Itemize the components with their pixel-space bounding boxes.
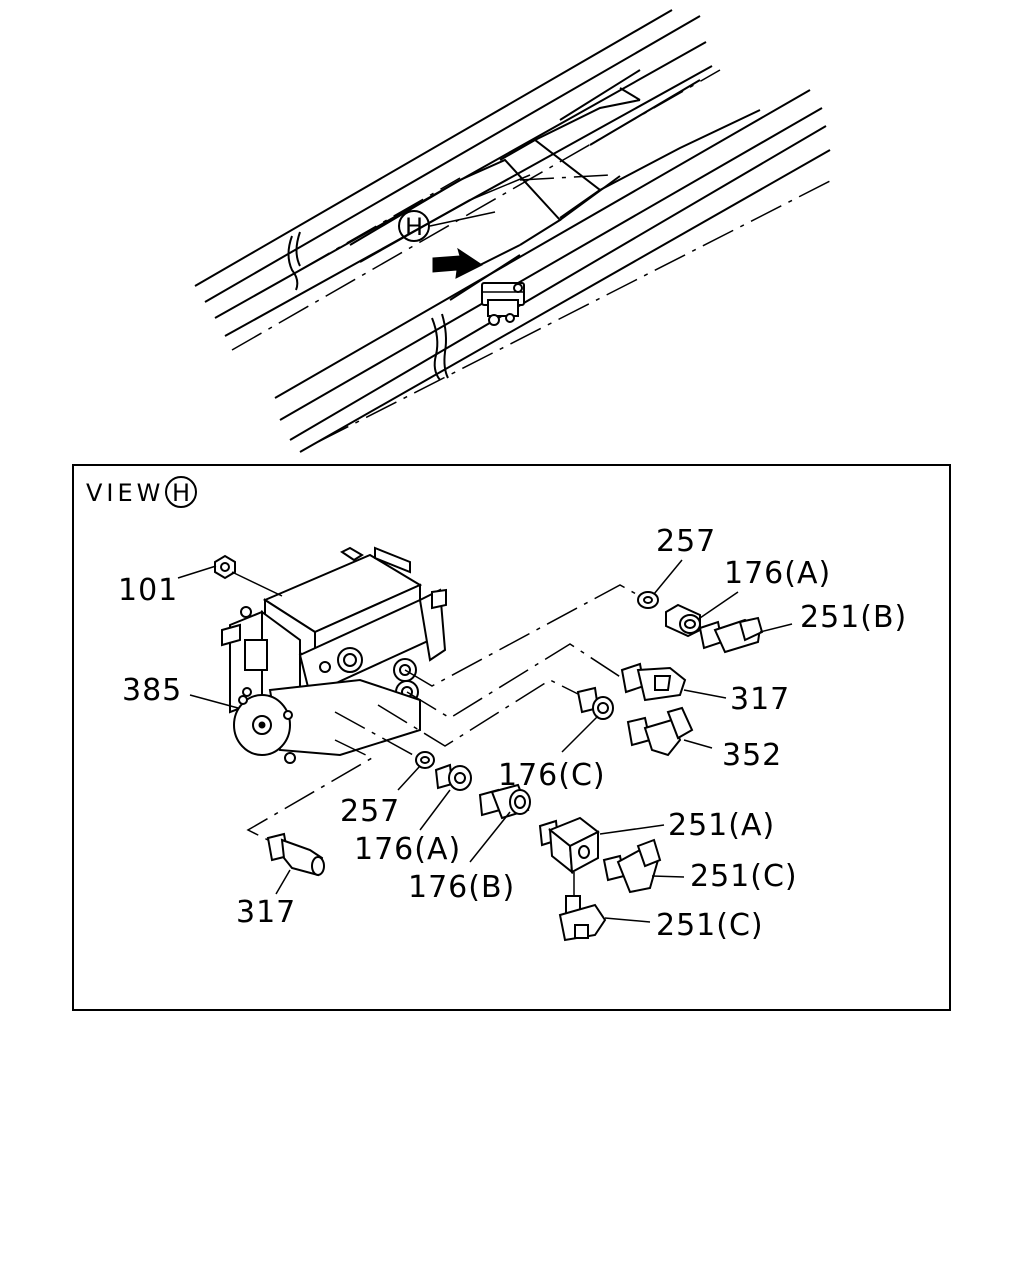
chassis-frame-overview: H bbox=[194, 9, 833, 453]
label-257-top: 257 bbox=[656, 524, 716, 559]
leader-lines bbox=[177, 559, 793, 923]
part-251c-elbow-upper bbox=[602, 838, 662, 894]
label-317-right: 317 bbox=[730, 682, 790, 717]
part-317-fitting-bottom bbox=[266, 832, 325, 877]
pipe-routes bbox=[246, 584, 639, 895]
label-251a: 251(A) bbox=[668, 808, 775, 843]
view-h-callout: H bbox=[398, 210, 496, 242]
part-251a-tee bbox=[538, 816, 600, 875]
label-176a-bottom: 176(A) bbox=[354, 832, 461, 867]
valve-cover-385 bbox=[233, 694, 293, 756]
label-251c-lower: 251(C) bbox=[656, 908, 764, 943]
label-257-bottom: 257 bbox=[340, 794, 400, 829]
valve-location-marker bbox=[481, 282, 525, 326]
view-h-title: VIEW H bbox=[86, 476, 197, 508]
label-176c: 176(C) bbox=[498, 758, 606, 793]
view-h-frame bbox=[72, 464, 951, 1011]
label-251c-upper: 251(C) bbox=[690, 859, 798, 894]
part-257-washer-bottom bbox=[415, 751, 435, 769]
part-317-elbow-right bbox=[620, 662, 687, 702]
part-176c-bolt bbox=[576, 686, 614, 720]
part-352-elbow bbox=[626, 706, 694, 757]
label-317-bottom: 317 bbox=[236, 895, 296, 930]
label-385: 385 bbox=[122, 673, 182, 708]
view-title-text: VIEW bbox=[86, 479, 164, 507]
part-176a-bolt-bottom bbox=[434, 763, 472, 791]
label-251b: 251(B) bbox=[800, 600, 907, 635]
part-251b-elbow bbox=[698, 616, 764, 654]
label-176a-top: 176(A) bbox=[724, 556, 831, 591]
part-labels: 101 385 257 176(A) 251(B) 317 352 176(C)… bbox=[118, 524, 907, 943]
view-title-letter: H bbox=[172, 479, 190, 507]
part-101-nut bbox=[214, 554, 283, 597]
label-352: 352 bbox=[722, 738, 782, 773]
label-101: 101 bbox=[118, 573, 178, 608]
part-176a-bolt-top bbox=[665, 603, 701, 638]
label-176b: 176(B) bbox=[408, 870, 515, 905]
part-176b-fitting bbox=[478, 783, 531, 820]
callout-letter-h: H bbox=[405, 213, 423, 241]
right-frame-rail bbox=[274, 89, 833, 453]
frame-crossmembers bbox=[299, 69, 761, 301]
location-arrow-icon bbox=[432, 247, 483, 279]
valve-assembly bbox=[221, 546, 447, 764]
part-251c-elbow-lower bbox=[558, 895, 607, 942]
part-257-washer-top bbox=[637, 591, 659, 609]
